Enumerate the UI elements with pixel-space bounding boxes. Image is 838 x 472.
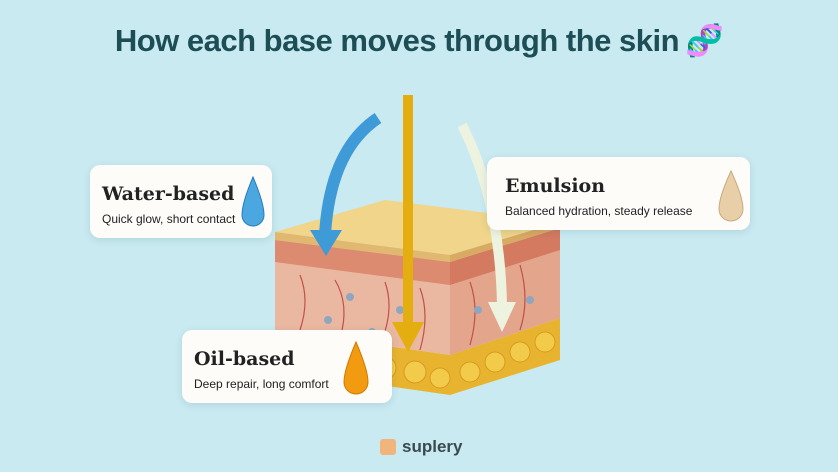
water-arrow: [310, 113, 382, 256]
brand-name: suplery: [402, 437, 463, 456]
card-subtitle: Balanced hydration, steady release: [505, 204, 693, 218]
card-water-based: Water-based Quick glow, short contact: [90, 165, 272, 238]
card-subtitle: Deep repair, long comfort: [194, 377, 329, 391]
card-heading: Water-based: [102, 183, 235, 205]
cream-drop-icon: [718, 169, 744, 222]
suplery-logo-icon: [380, 439, 396, 455]
water-drop-icon: [241, 175, 265, 227]
oil-arrow: [392, 95, 424, 352]
page-title: How each base moves through the skin🧬: [0, 22, 838, 59]
dna-icon: 🧬: [685, 23, 724, 58]
title-text: How each base moves through the skin: [114, 23, 680, 58]
card-heading: Oil-based: [194, 348, 295, 370]
card-emulsion: Emulsion Balanced hydration, steady rele…: [487, 157, 750, 230]
card-oil-based: Oil-based Deep repair, long comfort: [182, 330, 392, 403]
oil-drop-icon: [343, 340, 369, 395]
card-subtitle: Quick glow, short contact: [102, 212, 236, 226]
card-heading: Emulsion: [505, 175, 606, 197]
brand: suplery: [380, 437, 462, 457]
